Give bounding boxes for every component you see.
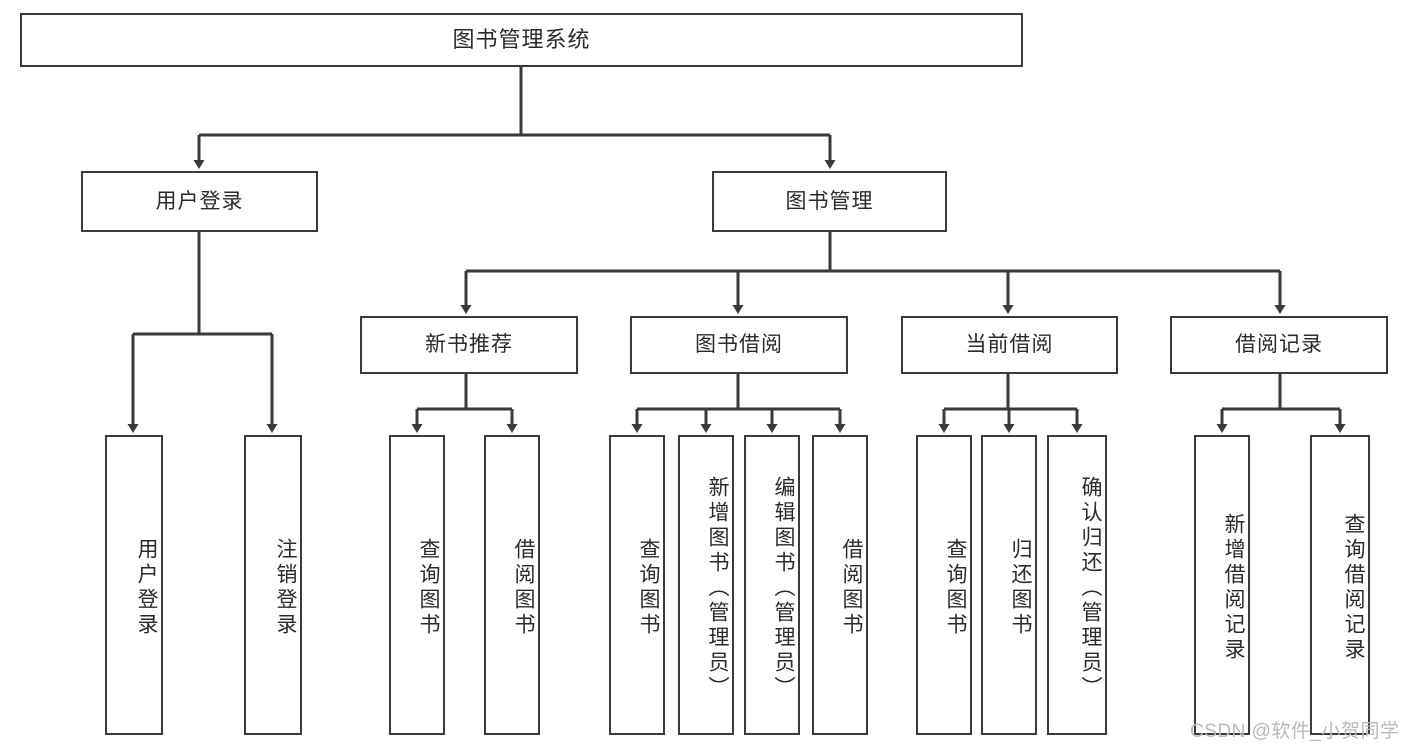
node-book-manage[interactable]: 图书管理: [712, 171, 947, 232]
leaf-rec-query-book[interactable]: 查询图书: [389, 435, 445, 735]
leaf-borrow-edit-book-label: 编辑图书（管理员）: [772, 475, 795, 701]
leaf-borrow-query-book-label: 查询图书: [637, 538, 660, 638]
leaf-current-return-book[interactable]: 归还图书: [981, 435, 1037, 735]
leaf-current-query-book[interactable]: 查询图书: [916, 435, 972, 735]
leaf-user-login-label: 用户登录: [135, 538, 158, 638]
watermark: CSDN @软件_小贺同学: [1190, 721, 1400, 742]
leaf-borrow-add-book[interactable]: 新增图书（管理员）: [678, 435, 734, 735]
node-borrow-record-label: 借阅记录: [1235, 333, 1323, 357]
node-root[interactable]: 图书管理系统: [20, 13, 1023, 67]
node-root-label: 图书管理系统: [452, 26, 591, 52]
leaf-borrow-borrow-book[interactable]: 借阅图书: [812, 435, 868, 735]
node-user-login[interactable]: 用户登录: [81, 171, 318, 232]
leaf-rec-borrow-book-label: 借阅图书: [512, 538, 535, 638]
leaf-record-add[interactable]: 新增借阅记录: [1194, 435, 1250, 735]
node-new-book-rec[interactable]: 新书推荐: [360, 316, 578, 374]
leaf-user-login[interactable]: 用户登录: [105, 435, 163, 735]
leaf-current-confirm-return[interactable]: 确认归还（管理员）: [1047, 435, 1107, 735]
leaf-borrow-query-book[interactable]: 查询图书: [609, 435, 665, 735]
node-book-borrow[interactable]: 图书借阅: [630, 316, 848, 374]
leaf-current-confirm-return-label: 确认归还（管理员）: [1079, 475, 1102, 701]
node-user-login-label: 用户登录: [155, 189, 244, 213]
leaf-borrow-edit-book[interactable]: 编辑图书（管理员）: [744, 435, 800, 735]
leaf-user-logout[interactable]: 注销登录: [244, 435, 302, 735]
leaf-current-query-book-label: 查询图书: [944, 538, 967, 638]
node-book-borrow-label: 图书借阅: [695, 333, 783, 357]
leaf-user-logout-label: 注销登录: [274, 538, 297, 638]
leaf-record-add-label: 新增借阅记录: [1222, 513, 1245, 663]
leaf-borrow-add-book-label: 新增图书（管理员）: [706, 475, 729, 701]
leaf-rec-borrow-book[interactable]: 借阅图书: [484, 435, 540, 735]
leaf-rec-query-book-label: 查询图书: [417, 538, 440, 638]
node-book-manage-label: 图书管理: [785, 189, 874, 213]
leaf-borrow-borrow-book-label: 借阅图书: [840, 538, 863, 638]
leaf-current-return-book-label: 归还图书: [1009, 538, 1032, 638]
node-new-book-rec-label: 新书推荐: [425, 333, 513, 357]
node-current-borrow[interactable]: 当前借阅: [901, 316, 1118, 374]
leaf-record-query[interactable]: 查询借阅记录: [1310, 435, 1370, 735]
node-current-borrow-label: 当前借阅: [965, 333, 1054, 357]
node-borrow-record[interactable]: 借阅记录: [1170, 316, 1388, 374]
leaf-record-query-label: 查询借阅记录: [1342, 513, 1365, 663]
